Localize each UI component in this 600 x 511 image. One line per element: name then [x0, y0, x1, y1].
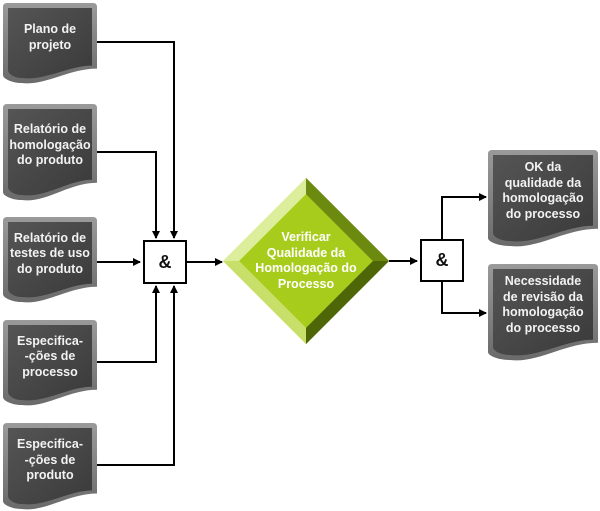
connector-plano — [97, 41, 178, 239]
output-doc-necessidade-revisao-label: Necessidade de revisão da homologação do… — [502, 274, 584, 335]
output-doc-ok-qualidade-label: OK da qualidade da homologação do proces… — [502, 160, 584, 221]
input-doc-especificacoes-processo-face — [8, 325, 92, 401]
input-doc-plano-de-projeto-face — [8, 8, 92, 79]
connector-homologacao — [97, 151, 160, 239]
input-doc-especificacoes-produto-face — [8, 428, 92, 505]
input-doc-relatorio-homologacao-label: Relatório de homologação do produto — [9, 122, 91, 168]
input-doc-relatorio-testes-label: Relatório de testes de uso do produto — [10, 230, 90, 276]
and-gate-output — [420, 239, 464, 282]
output-doc-ok-qualidade-face — [493, 155, 593, 242]
input-doc-especificacoes-processo-label: Especifica- -ções de processo — [16, 333, 83, 379]
and-gate-input-label: & — [158, 251, 172, 272]
connector-to-ok — [441, 193, 487, 240]
connector-esp-produto — [97, 285, 178, 466]
and-gate-output-label: & — [435, 250, 449, 270]
output-doc-necessidade-revisao-face — [493, 269, 593, 356]
and-gate-input — [143, 240, 187, 284]
input-doc-relatorio-testes-face — [8, 222, 92, 298]
process-label[interactable]: Verificar Qualidade da Homologação do Pr… — [255, 230, 357, 291]
input-doc-plano-de-projeto-label: Plano de projeto — [23, 22, 77, 52]
input-doc-relatorio-homologacao-face — [8, 109, 92, 196]
process-diamond — [223, 178, 389, 344]
connector-to-revisao — [441, 281, 487, 317]
input-doc-especificacoes-produto-label: Especifica- -ções de produto — [16, 437, 83, 482]
connector-esp-processo — [97, 285, 160, 363]
